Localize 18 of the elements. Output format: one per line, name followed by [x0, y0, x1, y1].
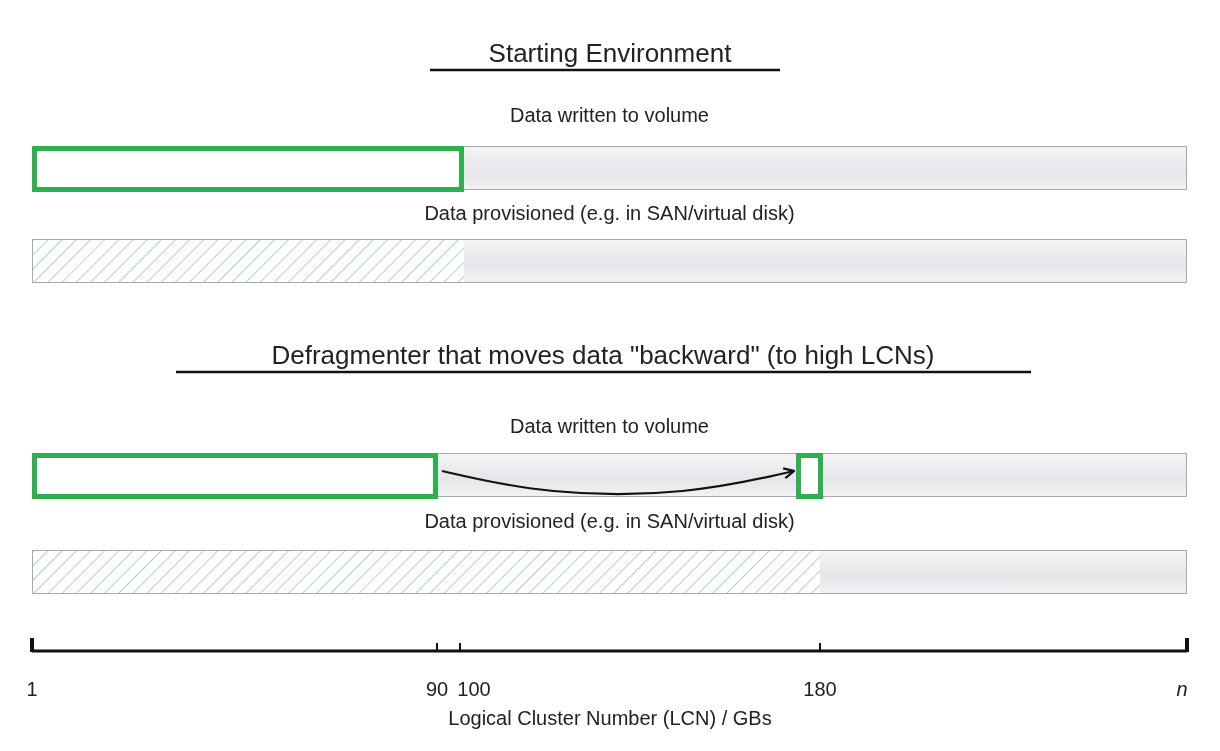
bar-label: Data written to volume	[509, 415, 710, 438]
tick-label: 180	[803, 678, 837, 701]
arrow	[441, 467, 796, 496]
hatched-region	[33, 240, 464, 282]
bar-label: Data provisioned (e.g. in SAN/virtual disk)	[423, 202, 796, 225]
tick-label: 1	[26, 678, 38, 701]
highlight-box	[32, 453, 438, 499]
tick-label: 90	[425, 678, 449, 701]
highlight-box	[32, 146, 464, 192]
tick-label: n	[1176, 678, 1188, 701]
tick-label: 100	[457, 678, 491, 701]
section-heading: Defragmenter that moves data "backward" (to high LCNs)	[271, 340, 935, 371]
highlight-box	[796, 453, 823, 499]
section-heading: Starting Environment	[488, 38, 732, 69]
bar-label: Data written to volume	[509, 104, 710, 127]
axis-title: Logical Cluster Number (LCN) / GBs	[448, 707, 772, 730]
hatched-region	[33, 551, 820, 593]
bar-label: Data provisioned (e.g. in SAN/virtual disk)	[423, 510, 796, 533]
